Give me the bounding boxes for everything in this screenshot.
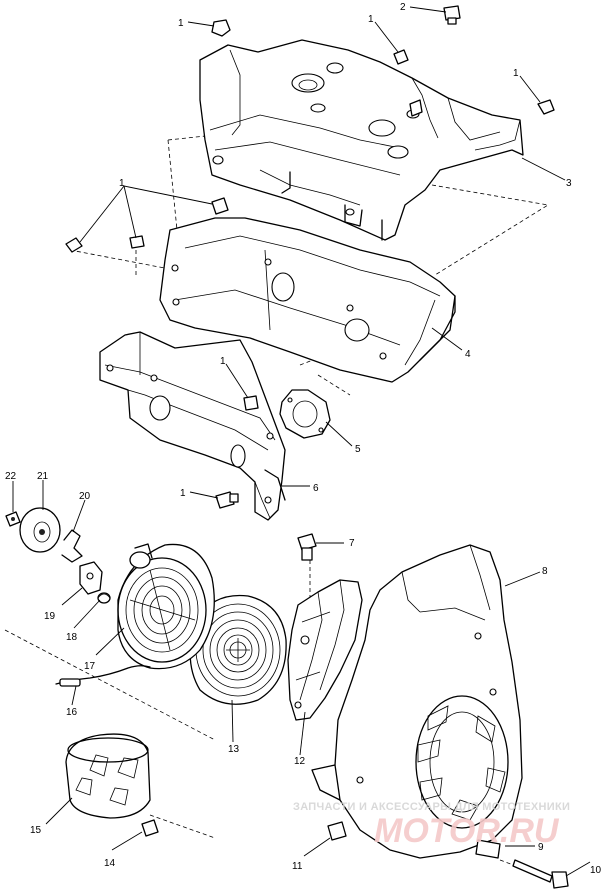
callout-10: 10 [590,865,602,876]
callout-7: 7 [349,538,355,549]
callout-21: 21 [37,471,49,482]
callout-4: 4 [465,349,471,360]
watermark-tagline: ЗАПЧАСТИ И АКСЕССУАРЫ ДЛЯ МОТОТЕХНИКИ [293,801,570,813]
watermark: ЗАПЧАСТИ И АКСЕССУАРЫ ДЛЯ МОТОТЕХНИКИ MO… [293,801,570,850]
housing-mount-plate [287,579,363,721]
callout-22: 22 [5,471,17,482]
callout-19: 19 [44,611,56,622]
callout-1e: 1 [220,356,226,367]
callout-1b: 1 [368,14,374,25]
callout-18: 18 [66,632,78,643]
fastener-set [5,5,569,889]
callout-17: 17 [84,661,96,672]
leader-lines [12,6,591,877]
callout-1c: 1 [513,68,519,79]
callout-1d: 1 [119,178,125,189]
callout-14: 14 [104,858,116,869]
callout-20: 20 [79,491,91,502]
callout-9: 9 [538,842,544,853]
pawl-spring [97,592,111,604]
starter-cup [65,733,151,819]
blower-housing [311,544,523,859]
callout-5: 5 [355,444,361,455]
callout-2: 2 [400,2,406,13]
washer-plate [19,507,61,553]
callout-12: 12 [294,756,306,767]
callout-11: 11 [292,861,303,872]
frame-bracket [159,217,456,383]
starter-rope [55,665,151,687]
recoil-spring [189,594,287,705]
top-shroud-panel [199,39,524,242]
pawl [79,561,103,595]
callout-1f: 1 [180,488,186,499]
callout-3: 3 [566,178,572,189]
lower-bracket [99,331,286,521]
recoil-pulley [117,543,215,670]
callout-labels: 1 1 2 1 3 1 4 1 5 6 1 22 21 20 7 8 19 18… [5,2,602,876]
callout-1a: 1 [178,18,184,29]
callout-15: 15 [30,825,42,836]
watermark-logo-text: MOTOR.RU [374,812,560,850]
callout-8: 8 [542,566,548,577]
callout-16: 16 [66,707,78,718]
callout-6: 6 [313,483,319,494]
callout-13: 13 [228,744,240,755]
gasket [279,389,331,439]
retainer-clip [61,529,83,563]
